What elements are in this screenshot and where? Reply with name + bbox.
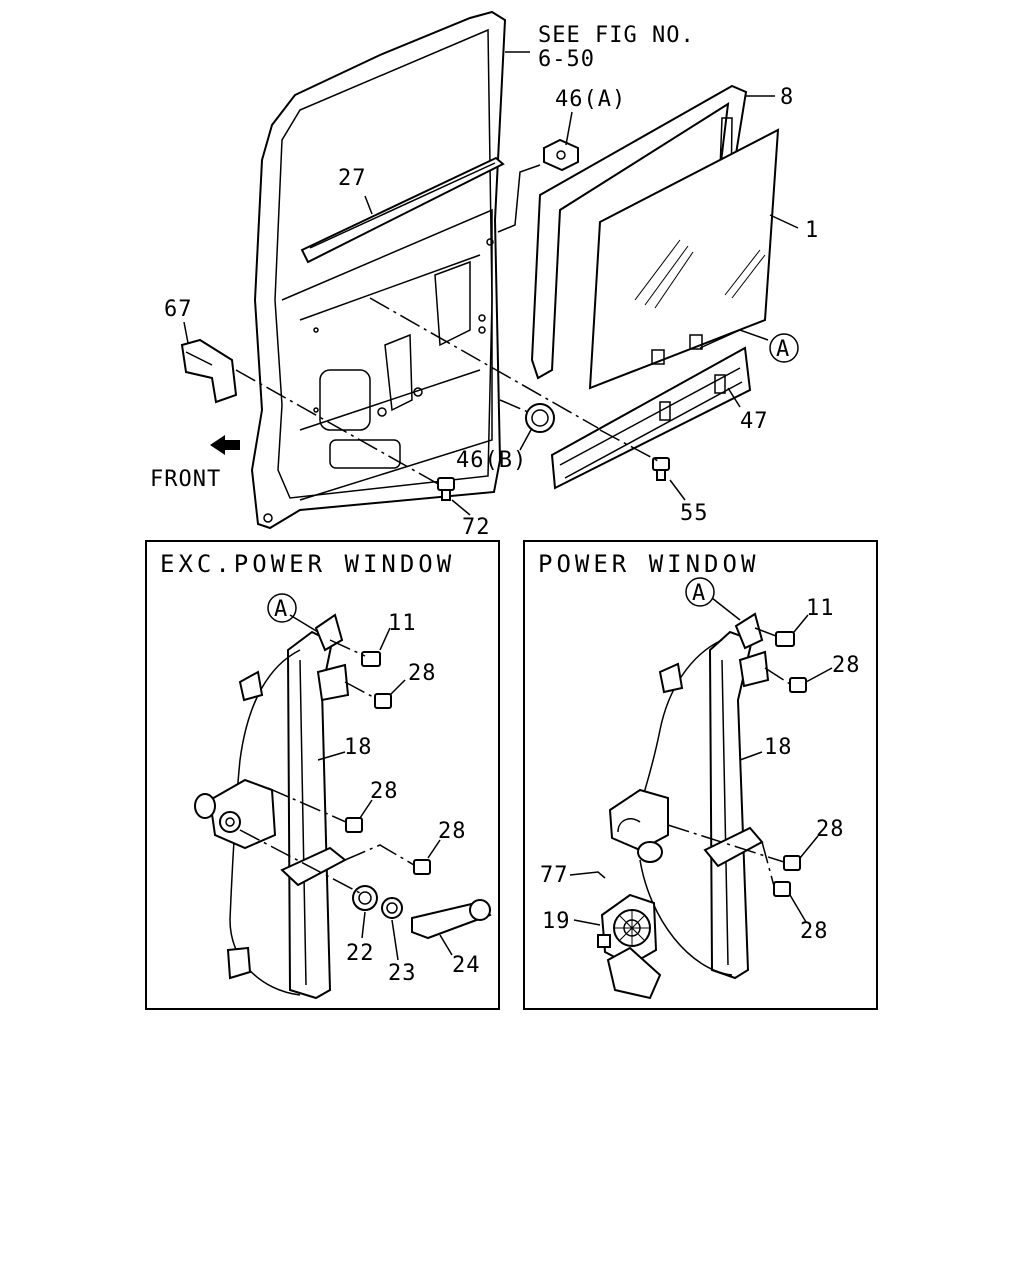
- callout-47: 47: [740, 409, 769, 434]
- panel-title-manual: EXC.POWER WINDOW: [160, 550, 455, 578]
- panel-power-window: POWER WINDOW A 11 28 18 28 77 19 28: [523, 540, 878, 1010]
- callout-1: 1: [805, 218, 819, 243]
- weatherstrip-27: [300, 156, 505, 264]
- front-label: FRONT: [150, 467, 221, 492]
- washer-23: [381, 897, 403, 919]
- label-28-manual-a: 28: [408, 661, 437, 686]
- label-28-power-b: 28: [816, 817, 845, 842]
- label-28-power-c: 28: [800, 919, 829, 944]
- panel-manual-window: EXC.POWER WINDOW A 11 28 18 28 28 22 23 …: [145, 540, 500, 1010]
- channel-rail-47: [550, 346, 752, 490]
- callout-72: 72: [462, 515, 491, 540]
- washer-22: [352, 885, 378, 911]
- front-arrow-icon: [210, 435, 240, 455]
- callout-a-top: A: [776, 337, 790, 362]
- label-24: 24: [452, 953, 481, 978]
- callout-46b: 46(B): [456, 448, 527, 473]
- callout-67: 67: [164, 297, 193, 322]
- panel-title-power: POWER WINDOW: [538, 550, 759, 578]
- ref-a-power: A: [692, 581, 706, 606]
- label-28-manual-b: 28: [370, 779, 399, 804]
- callout-55: 55: [680, 501, 709, 526]
- label-23: 23: [388, 961, 417, 986]
- label-28-manual-c: 28: [438, 819, 467, 844]
- clip-46a: [543, 138, 579, 172]
- callout-46a: 46(A): [555, 87, 626, 112]
- door-frame: [250, 10, 507, 530]
- label-22: 22: [346, 941, 375, 966]
- callout-27: 27: [338, 166, 367, 191]
- callout-8: 8: [780, 85, 794, 110]
- label-11-power: 11: [806, 596, 835, 621]
- label-18-power: 18: [764, 735, 793, 760]
- door-glass-1: [588, 128, 780, 390]
- label-28-power-a: 28: [832, 653, 861, 678]
- bolt-11-manual: [361, 651, 381, 667]
- bracket-67: [180, 338, 238, 404]
- label-19: 19: [542, 909, 571, 934]
- label-77: 77: [540, 863, 569, 888]
- grommet-46b: [525, 403, 555, 433]
- see-fig-number: 6-50: [538, 47, 595, 72]
- label-18-manual: 18: [344, 735, 373, 760]
- bolt-55: [652, 457, 670, 481]
- label-11-manual: 11: [388, 611, 417, 636]
- see-fig-ref: SEE FIG NO.: [538, 23, 695, 48]
- ref-circle-a: [769, 333, 799, 363]
- ref-a-manual: A: [274, 597, 288, 622]
